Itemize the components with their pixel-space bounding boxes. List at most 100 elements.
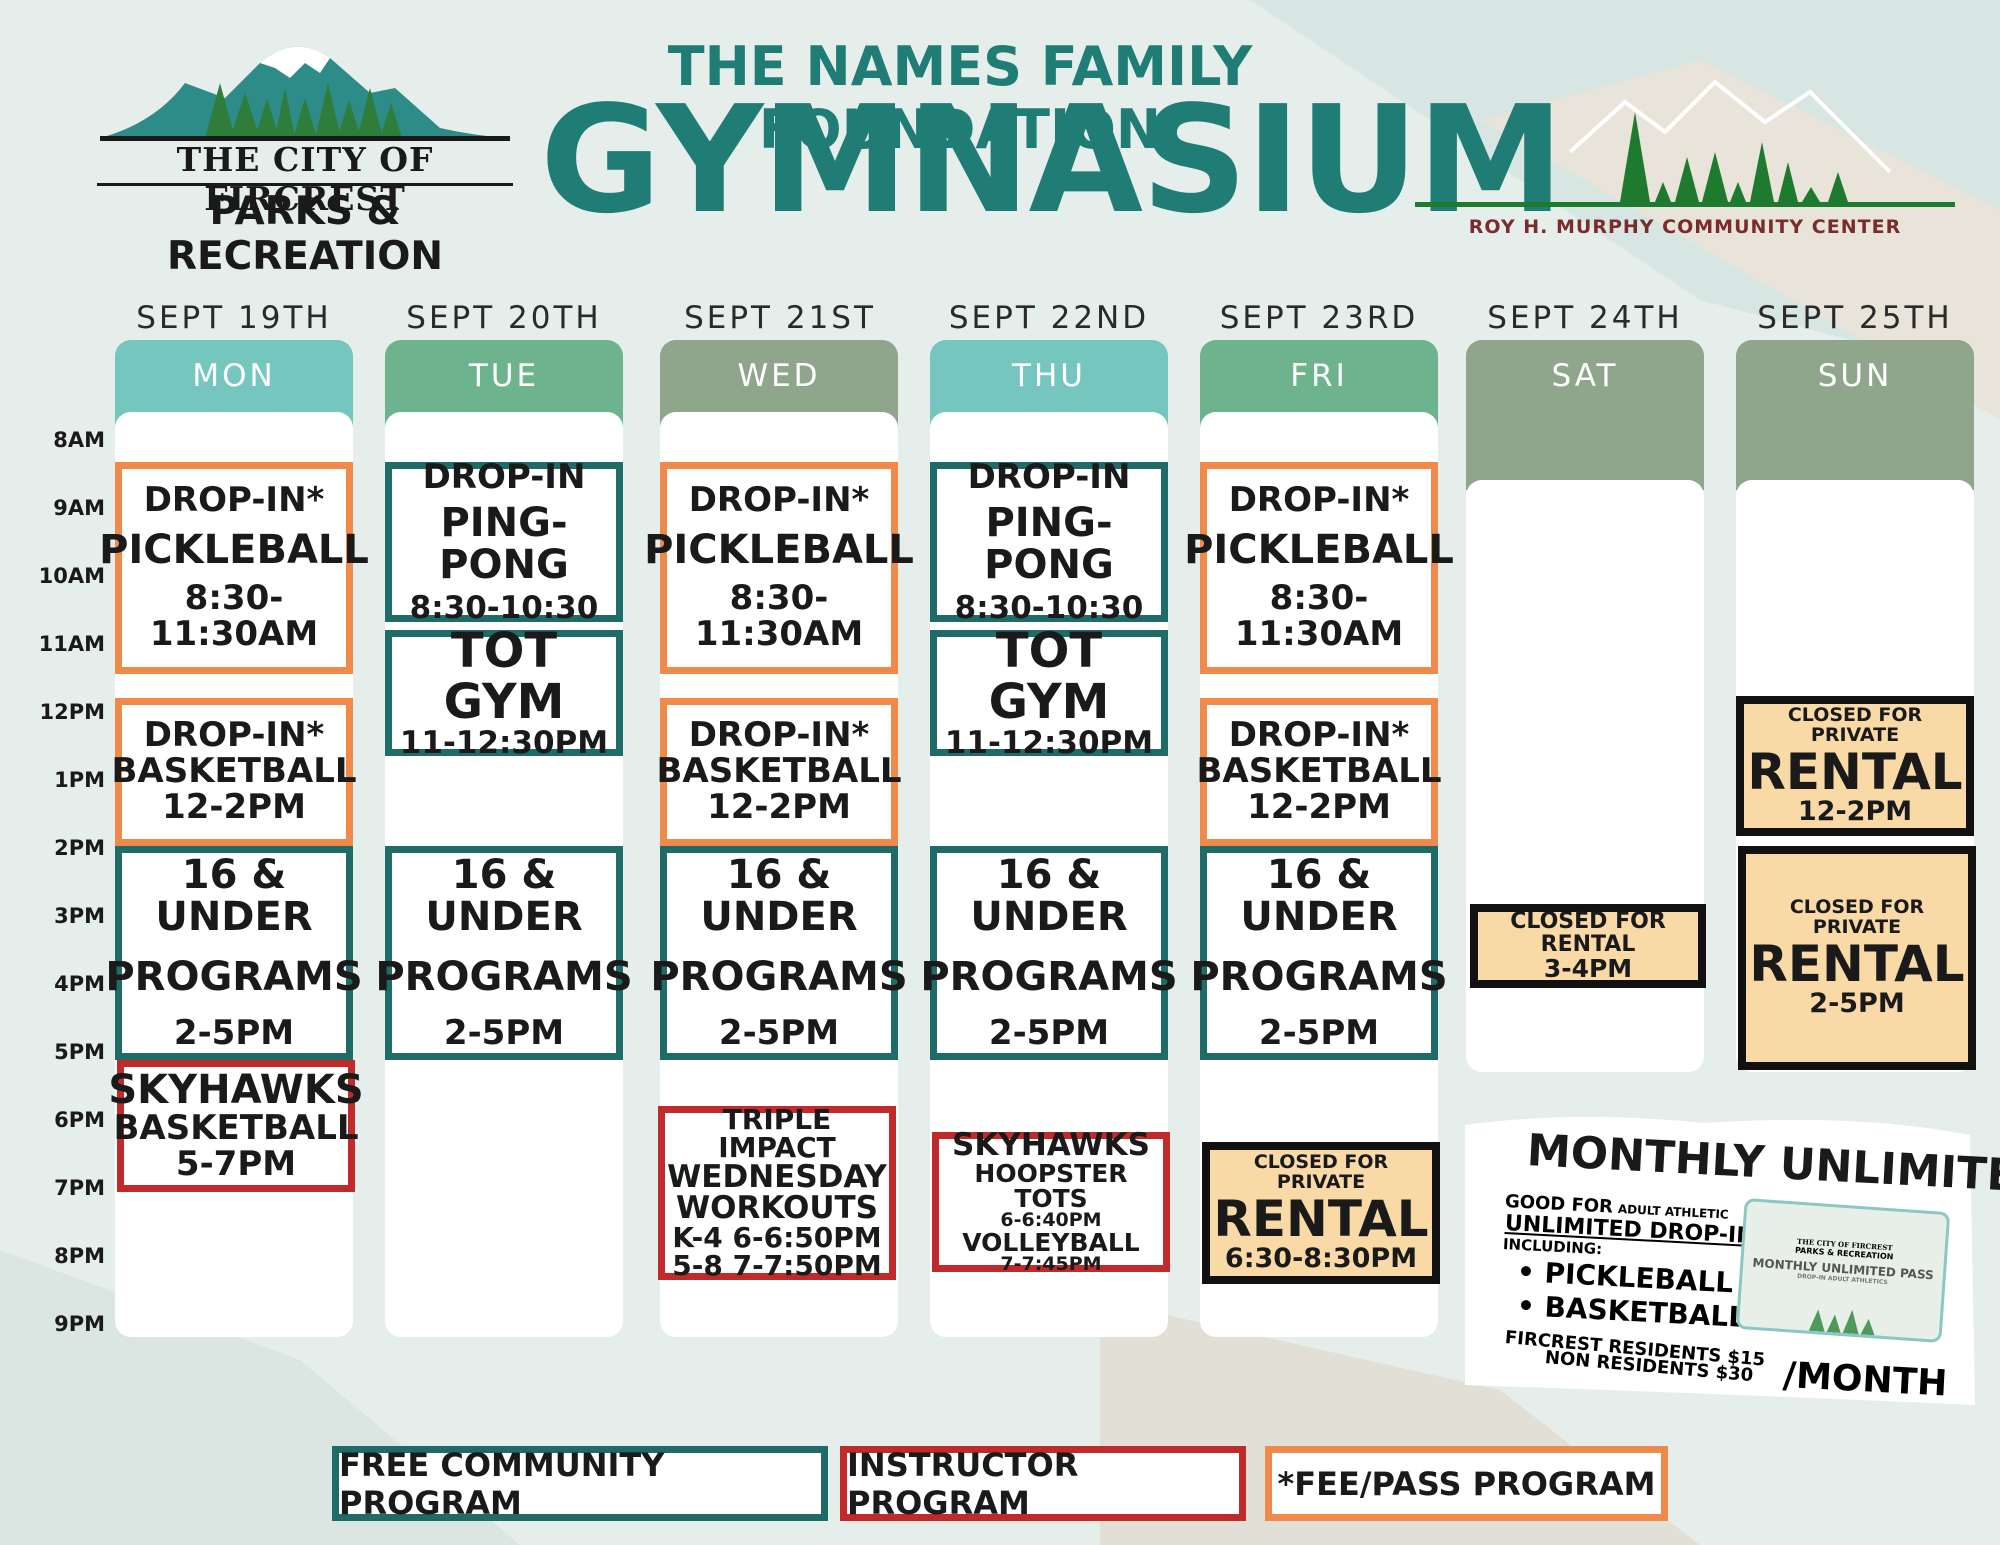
time-label: 9PM — [54, 1312, 105, 1336]
promo-per-month: /MONTH — [1781, 1355, 1949, 1405]
event-line: 5-8 7-7:50PM — [672, 1249, 882, 1282]
event-16-under[interactable]: 16 & UNDER PROGRAMS 2-5PM — [105, 846, 363, 1060]
event-line: 2-5PM — [1809, 988, 1905, 1020]
event-tot-gym[interactable]: TOT GYM 11-12:30PM — [930, 626, 1168, 759]
event-line: BASKETBALL — [111, 751, 357, 792]
event-line: 7-7:45PM — [1000, 1253, 1102, 1275]
pass-card: THE CITY OF FIRCREST PARKS & RECREATION … — [1735, 1197, 1951, 1344]
event-line: PROGRAMS — [105, 954, 363, 1001]
page-title: GYMNASIUM — [540, 74, 1564, 246]
event-line: DROP-IN* — [143, 480, 325, 521]
event-private-rental[interactable]: CLOSED FOR PRIVATE RENTAL 2-5PM — [1738, 846, 1976, 1070]
event-line: DROP-IN* — [688, 480, 870, 521]
event-private-rental[interactable]: CLOSED FOR PRIVATE RENTAL 12-2PM — [1736, 696, 1974, 836]
time-label: 7PM — [54, 1176, 105, 1200]
legend-fee-pass: *FEE/PASS PROGRAM — [1265, 1446, 1668, 1521]
time-label: 2PM — [54, 836, 105, 860]
card-trees — [1808, 1309, 1875, 1336]
event-line: 12-2PM — [707, 786, 851, 827]
event-line: 5-7PM — [175, 1144, 297, 1184]
time-label: 3PM — [54, 904, 105, 928]
time-label: 9AM — [53, 496, 105, 520]
event-ping-pong[interactable]: DROP-IN PING-PONG 8:30-10:30 — [930, 456, 1168, 626]
city-subtitle: PARKS & RECREATION — [166, 189, 444, 279]
event-pickleball[interactable]: DROP-IN* PICKLEBALL 8:30-11:30AM — [644, 462, 914, 674]
event-line: 12-2PM — [1797, 796, 1913, 828]
event-line: WORKOUTS — [675, 1190, 879, 1226]
time-label: 11AM — [38, 632, 105, 656]
time-label: 12PM — [39, 700, 105, 724]
date-fri: SEPT 23RD — [1219, 300, 1419, 336]
event-line: 12-2PM — [162, 786, 306, 827]
date-sun: SEPT 25TH — [1757, 300, 1953, 336]
event-basketball[interactable]: DROP-IN* BASKETBALL 12-2PM — [656, 698, 902, 846]
time-label: 4PM — [54, 972, 105, 996]
event-line: PROGRAMS — [1190, 954, 1448, 1001]
date-wed: SEPT 21ST — [684, 300, 876, 336]
event-line: 16 & UNDER — [970, 852, 1128, 941]
divider — [97, 183, 513, 186]
event-basketball[interactable]: DROP-IN* BASKETBALL 12-2PM — [1196, 698, 1442, 846]
event-line: DROP-IN* — [688, 715, 870, 756]
time-label: 6PM — [54, 1108, 105, 1132]
time-label: 8AM — [53, 428, 105, 452]
event-line: WEDNESDAY — [667, 1159, 887, 1195]
date-sat: SEPT 24TH — [1487, 300, 1683, 336]
event-line: SKYHAWKS — [108, 1067, 364, 1114]
event-rental[interactable]: CLOSED FOR RENTAL 3-4PM — [1470, 904, 1706, 988]
event-line: K-4 6-6:50PM — [672, 1221, 882, 1254]
event-tot-gym[interactable]: TOT GYM 11-12:30PM — [385, 626, 623, 759]
event-line: 16 & UNDER — [700, 852, 858, 941]
event-line: PICKLEBALL — [1184, 527, 1454, 574]
event-line: 11-12:30PM — [399, 725, 609, 762]
event-line: CLOSED FOR PRIVATE — [1789, 895, 1925, 938]
date-tue: SEPT 20TH — [406, 300, 602, 336]
event-line: PROGRAMS — [920, 954, 1178, 1001]
event-line: 2-5PM — [718, 1013, 840, 1054]
day-header-sun: SUN — [1736, 340, 1974, 490]
event-line: PICKLEBALL — [99, 527, 369, 574]
event-line: 6-6:40PM — [1000, 1209, 1102, 1231]
event-ping-pong[interactable]: DROP-IN PING-PONG 8:30-10:30 — [385, 456, 623, 626]
event-line: DROP-IN* — [1228, 480, 1410, 521]
event-line: RENTAL — [1749, 934, 1965, 993]
event-line: PROGRAMS — [650, 954, 908, 1001]
city-mountain-logo — [100, 46, 510, 141]
time-label: 1PM — [54, 768, 105, 792]
event-line: BASKETBALL — [113, 1108, 359, 1149]
event-line: 12-2PM — [1247, 786, 1391, 827]
event-skyhawks-hoopster[interactable]: SKYHAWKS HOOPSTER TOTS 6-6:40PM VOLLEYBA… — [932, 1127, 1170, 1275]
event-line: DROP-IN* — [1228, 715, 1410, 756]
title-foundation: THE NAMES FAMILY FOUNDATION — [667, 35, 1253, 161]
event-line: 8:30-10:30 — [954, 589, 1144, 626]
time-label: 5PM — [54, 1040, 105, 1064]
event-line: VOLLEYBALL — [962, 1228, 1140, 1257]
event-line: HOOPSTER TOTS — [974, 1159, 1128, 1213]
event-line: 11-12:30PM — [944, 725, 1154, 762]
event-16-under[interactable]: 16 & UNDER PROGRAMS 2-5PM — [650, 846, 908, 1060]
time-label: 8PM — [54, 1244, 105, 1268]
event-line: 16 & UNDER — [425, 852, 583, 941]
event-line: CLOSED FOR RENTAL — [1510, 908, 1666, 957]
event-triple-impact[interactable]: TRIPLE IMPACT WEDNESDAY WORKOUTS K-4 6-6… — [658, 1106, 896, 1280]
legend-free-community: FREE COMMUNITY PROGRAM — [332, 1446, 828, 1522]
event-line: DROP-IN — [422, 456, 586, 497]
event-private-rental[interactable]: CLOSED FOR PRIVATE RENTAL 6:30-8:30PM — [1202, 1142, 1440, 1284]
event-16-under[interactable]: 16 & UNDER PROGRAMS 2-5PM — [1190, 846, 1448, 1060]
event-basketball[interactable]: DROP-IN* BASKETBALL 12-2PM — [111, 698, 357, 846]
event-pickleball[interactable]: DROP-IN* PICKLEBALL 8:30-11:30AM — [99, 462, 369, 674]
event-line: PING-PONG — [984, 499, 1114, 588]
event-line: DROP-IN — [967, 456, 1131, 497]
event-line: 2-5PM — [1258, 1013, 1380, 1054]
event-line: 8:30-10:30 — [409, 589, 599, 626]
legend-instructor: INSTRUCTOR PROGRAM — [840, 1446, 1246, 1522]
event-line: TOT GYM — [443, 623, 565, 730]
event-line: 16 & UNDER — [155, 852, 313, 941]
event-line: 2-5PM — [173, 1013, 295, 1054]
event-16-under[interactable]: 16 & UNDER PROGRAMS 2-5PM — [375, 846, 633, 1060]
event-16-under[interactable]: 16 & UNDER PROGRAMS 2-5PM — [920, 846, 1178, 1060]
event-skyhawks-basketball[interactable]: SKYHAWKS BASKETBALL 5-7PM — [108, 1060, 364, 1192]
event-line: SKYHAWKS — [952, 1127, 1150, 1163]
community-center-name: ROY H. MURPHY COMMUNITY CENTER — [1468, 216, 1902, 238]
event-pickleball[interactable]: DROP-IN* PICKLEBALL 8:30-11:30AM — [1184, 462, 1454, 674]
